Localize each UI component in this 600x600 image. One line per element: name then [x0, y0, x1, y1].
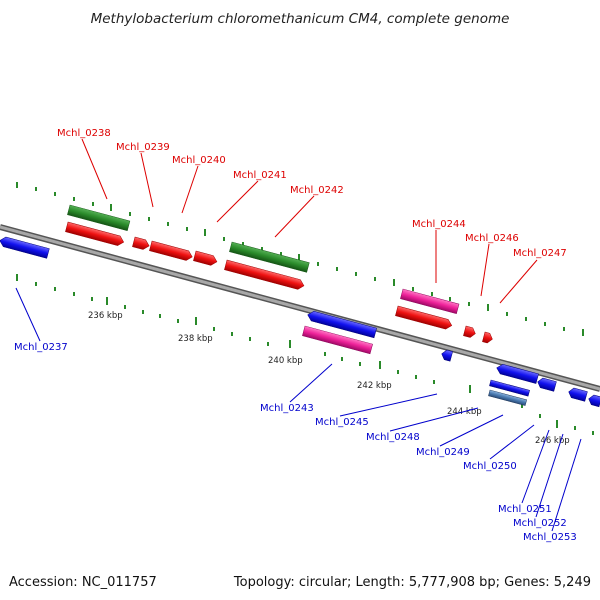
gene-feature[interactable] [463, 325, 476, 339]
gene-feature[interactable] [482, 331, 493, 344]
gene-label[interactable]: Mchl_0243 [260, 403, 314, 414]
gene-label[interactable]: Mchl_0244 [412, 219, 466, 230]
gene-feature[interactable] [65, 221, 125, 247]
gene-label[interactable]: Mchl_0241 [233, 170, 287, 181]
gene-label[interactable]: Mchl_0240 [172, 155, 226, 166]
gene-label[interactable]: Mchl_0245 [315, 417, 369, 428]
gene-feature[interactable] [193, 250, 218, 267]
tick-label-236: 236 kbp [88, 311, 123, 321]
gene-label[interactable]: Mchl_0237 [14, 342, 68, 353]
gene-feature[interactable] [0, 236, 50, 259]
gene-label[interactable]: Mchl_0249 [416, 447, 470, 458]
gene-feature[interactable] [149, 240, 193, 262]
gene-feature[interactable] [67, 204, 131, 232]
topology-text: Topology: circular; Length: 5,777,908 bp… [233, 575, 591, 590]
gene-label[interactable]: Mchl_0239 [116, 142, 170, 153]
accession-text: Accession: NC_011757 [9, 575, 157, 590]
gene-feature[interactable] [224, 259, 305, 291]
tick-label-246: 246 kbp [535, 436, 570, 446]
gene-feature[interactable] [306, 310, 377, 339]
gene-label[interactable]: Mchl_0242 [290, 185, 344, 196]
gene-feature[interactable] [488, 389, 528, 406]
gene-features [0, 204, 600, 408]
upper-tick-row [16, 182, 584, 336]
gene-feature[interactable] [489, 379, 530, 397]
gene-label[interactable]: Mchl_0252 [513, 518, 567, 529]
gene-label[interactable]: Mchl_0253 [523, 532, 577, 543]
lower-tick-row [16, 274, 594, 435]
forward-gene-labels: Mchl_0238 Mchl_0239 Mchl_0240 Mchl_0241 … [57, 128, 567, 259]
gene-feature[interactable] [395, 305, 453, 330]
map-title: Methylobacterium chloromethanicum CM4, c… [91, 11, 510, 27]
gene-label[interactable]: Mchl_0247 [513, 248, 567, 259]
forward-leader-lines [81, 138, 538, 304]
genome-backbone [0, 224, 600, 392]
tick-label-240: 240 kbp [268, 356, 303, 366]
gene-label[interactable]: Mchl_0248 [366, 432, 420, 443]
gene-label[interactable]: Mchl_0250 [463, 461, 517, 472]
gene-label[interactable]: Mchl_0238 [57, 128, 111, 139]
gene-feature[interactable] [400, 288, 460, 314]
gene-feature[interactable] [495, 363, 539, 384]
gene-feature[interactable] [440, 349, 453, 362]
gene-feature[interactable] [229, 241, 310, 273]
gene-feature[interactable] [567, 387, 588, 402]
gene-label[interactable]: Mchl_0251 [498, 504, 552, 515]
reverse-leader-lines [15, 287, 582, 532]
gene-feature[interactable] [587, 394, 600, 408]
gene-feature[interactable] [536, 377, 557, 392]
tick-label-238: 238 kbp [178, 334, 213, 344]
reverse-gene-labels: Mchl_0237 Mchl_0243 Mchl_0245 Mchl_0248 … [14, 342, 577, 543]
gene-feature[interactable] [302, 325, 373, 355]
tick-label-242: 242 kbp [357, 381, 392, 391]
gene-feature[interactable] [132, 236, 150, 251]
gene-label[interactable]: Mchl_0246 [465, 233, 519, 244]
